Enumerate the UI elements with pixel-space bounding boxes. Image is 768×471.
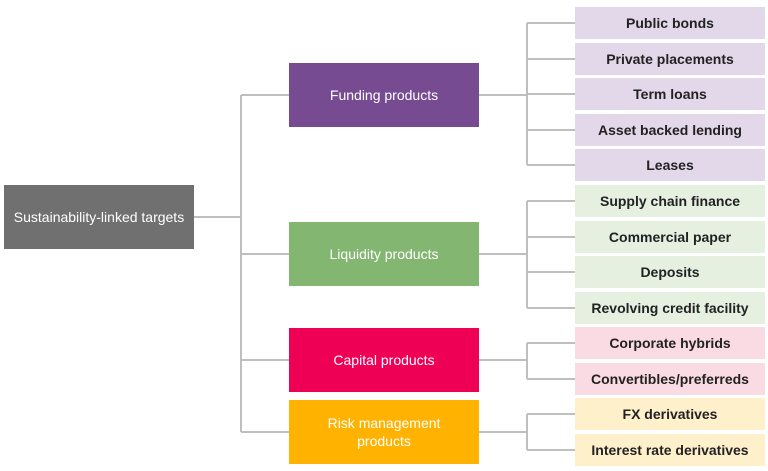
- leaf-node: Deposits: [575, 256, 765, 288]
- leaf-node: Private placements: [575, 43, 765, 75]
- leaf-node: Corporate hybrids: [575, 327, 765, 359]
- category-label: Funding products: [329, 87, 439, 103]
- root-node: Sustainability-linked targets: [4, 185, 194, 249]
- leaf-node: Public bonds: [575, 7, 765, 39]
- leaf-label: Supply chain finance: [599, 193, 741, 209]
- category-node-liquidity: Liquidity products: [289, 222, 479, 286]
- leaf-label: Convertibles/preferreds: [591, 371, 749, 387]
- category-node-risk-management: Risk management products: [289, 400, 479, 464]
- leaf-node: Convertibles/preferreds: [575, 363, 765, 395]
- leaf-label: Commercial paper: [608, 229, 732, 245]
- category-label: Capital products: [333, 352, 435, 368]
- leaf-label: Corporate hybrids: [609, 335, 731, 351]
- leaf-node: Term loans: [575, 78, 765, 110]
- category-label: Liquidity products: [329, 246, 439, 262]
- connector-group: [194, 22, 575, 451]
- leaf-node: Commercial paper: [575, 221, 765, 253]
- category-node-capital: Capital products: [289, 328, 479, 392]
- leaf-label: Asset backed lending: [598, 122, 742, 138]
- leaf-label: Revolving credit facility: [591, 300, 749, 316]
- leaf-node: Supply chain finance: [575, 185, 765, 217]
- leaf-label: Leases: [646, 157, 694, 173]
- category-label: Risk management products: [327, 415, 441, 449]
- leaf-label: Private placements: [606, 51, 734, 67]
- leaf-node: Revolving credit facility: [575, 292, 765, 324]
- leaf-node: Asset backed lending: [575, 114, 765, 146]
- leaf-label: Public bonds: [626, 15, 714, 31]
- leaf-label: Term loans: [633, 86, 707, 102]
- leaf-node: Leases: [575, 149, 765, 181]
- category-node-funding: Funding products: [289, 63, 479, 127]
- leaf-label: Deposits: [640, 264, 700, 280]
- leaf-label: FX derivatives: [622, 406, 718, 422]
- leaf-node: FX derivatives: [575, 398, 765, 430]
- leaf-node: Interest rate derivatives: [575, 434, 765, 466]
- root-node-label: Sustainability-linked targets: [13, 209, 185, 225]
- leaf-label: Interest rate derivatives: [591, 442, 749, 458]
